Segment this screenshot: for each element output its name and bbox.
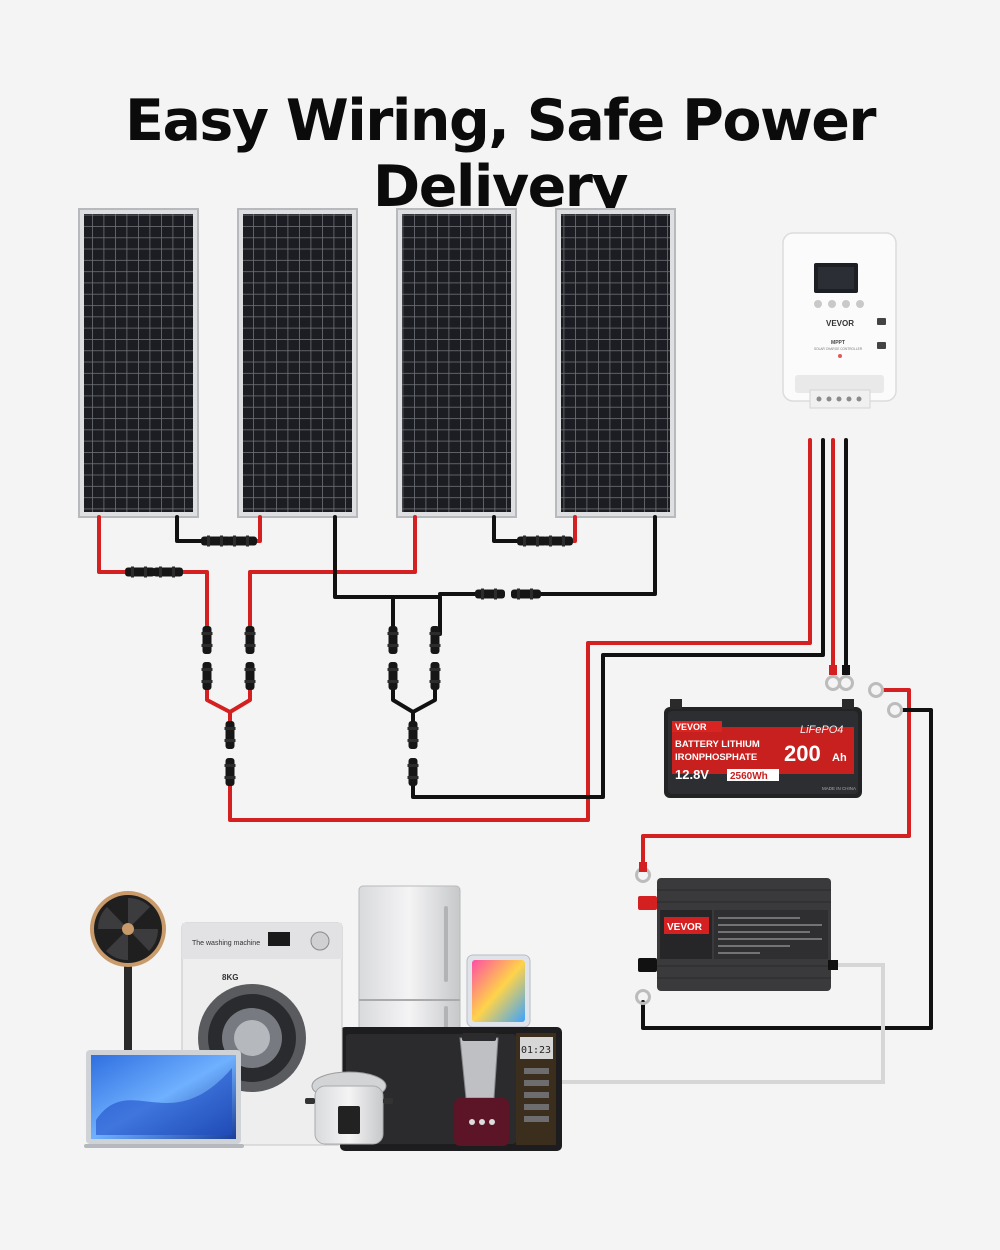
controller-terminal-screws: [816, 396, 862, 402]
ac-output-wire: [560, 963, 885, 1084]
battery-line2: IRONPHOSPHATE: [675, 752, 757, 763]
washer-capacity: 8KG: [222, 973, 238, 982]
inverter-positive-terminal: [638, 896, 657, 910]
solar-panel-4: [555, 208, 676, 518]
usb-port-1: [877, 318, 886, 325]
controller-buttons: [814, 300, 864, 308]
battery-voltage: 12.8V: [675, 767, 709, 782]
inverter-negative-terminal: [638, 958, 657, 972]
battery-capacity-value: 200: [784, 741, 821, 766]
solar-panel-2: [237, 208, 358, 518]
washer-label: The washing machine: [192, 940, 260, 947]
battery-energy: 2560Wh: [730, 771, 768, 782]
standing-fan: [90, 891, 166, 1067]
battery-capacity-unit: Ah: [832, 752, 847, 764]
battery-line1: BATTERY LITHIUM: [675, 739, 760, 750]
controller-brand: VEVOR: [826, 319, 854, 328]
microwave-time: 01:23: [521, 1045, 551, 1056]
inverter-brand: VEVOR: [667, 922, 703, 933]
refrigerator: [358, 885, 461, 1037]
mppt-charge-controller: VEVOR MPPT SOLAR CHARGE CONTROLLER: [782, 232, 897, 409]
ring-terminals: [635, 665, 903, 1005]
battery-chemistry: LiFePO4: [800, 724, 843, 736]
laptop: [84, 1050, 244, 1148]
tablet: [466, 954, 531, 1028]
usb-port-2: [877, 342, 886, 349]
battery-origin: MADE IN CHINA: [822, 786, 856, 791]
rice-cooker: [305, 1071, 393, 1145]
washing-machine: The washing machine 8KG: [181, 922, 343, 1146]
page-title: Easy Wiring, Safe Power Delivery: [125, 88, 876, 220]
controller-subtitle: SOLAR CHARGE CONTROLLER: [814, 347, 863, 351]
battery-brand: VEVOR: [675, 722, 707, 732]
blender: [454, 1033, 509, 1146]
controller-model: MPPT: [831, 340, 845, 346]
lifepo4-battery: VEVOR LiFePO4 BATTERY LITHIUM IRONPHOSPH…: [664, 699, 862, 798]
solar-panel-3: [396, 208, 517, 518]
solar-panel-1: [78, 208, 199, 518]
power-inverter: VEVOR: [638, 878, 838, 991]
